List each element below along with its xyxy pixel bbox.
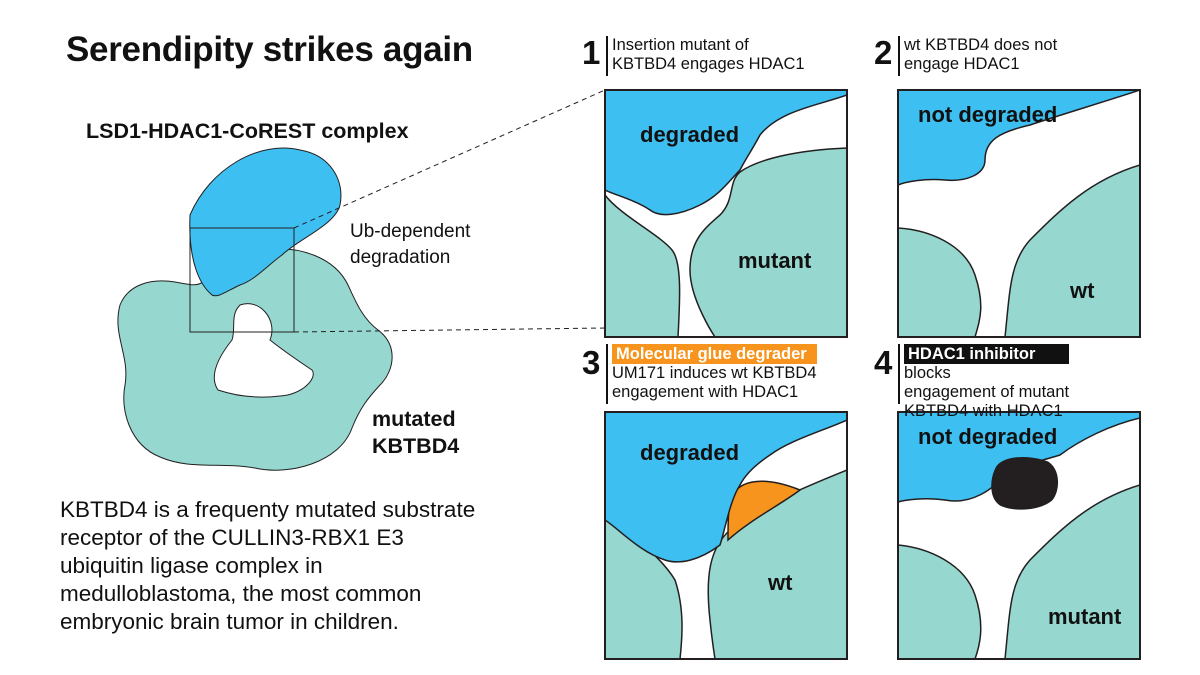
ub-label-line: Ub-dependent xyxy=(350,221,471,242)
panel-4-illustration xyxy=(897,411,1141,660)
panel-frame xyxy=(897,89,1141,338)
body-line: embryonic brain tumor in children. xyxy=(60,609,399,634)
ub-label-line: degradation xyxy=(350,247,451,268)
kbtbd4-region xyxy=(1004,484,1140,659)
kbtbd4-region xyxy=(898,544,982,659)
body-line: ubiquitin ligase complex in xyxy=(60,553,323,578)
mutated-label-line: KBTBD4 xyxy=(372,434,460,458)
kbtbd4-region xyxy=(1004,164,1140,337)
panel-frame xyxy=(604,411,848,660)
panel-frame xyxy=(604,89,848,338)
caption-line: engagement of mutant xyxy=(904,383,1070,401)
caption-line: Insertion mutant of xyxy=(612,36,749,54)
panel-1-illustration xyxy=(604,89,848,338)
caption-line: engage HDAC1 xyxy=(904,55,1020,73)
kbtbd4-region xyxy=(605,193,681,337)
caption-divider xyxy=(898,36,900,76)
page-title: Serendipity strikes again xyxy=(66,30,473,69)
kbtbd4-region xyxy=(898,227,982,337)
panel-caption: wt KBTBD4 does not engage HDAC1 xyxy=(904,36,1057,74)
panel-top-label: degraded xyxy=(640,440,740,465)
inhibitor-tag: HDAC1 inhibitor xyxy=(904,344,1070,364)
panel-bottom-label: wt xyxy=(768,570,793,595)
mutated-label-line: mutated xyxy=(372,407,456,431)
panel-frame xyxy=(897,411,1141,660)
kbtbd4-region xyxy=(689,147,847,337)
glue-tag: Molecular glue degrader xyxy=(612,344,817,364)
kbtbd4-shape xyxy=(117,248,393,471)
panel-top-label: not degraded xyxy=(918,102,1058,127)
panel-top-label: degraded xyxy=(640,122,740,147)
hdac1-region xyxy=(898,90,1140,186)
caption-divider xyxy=(606,344,608,404)
caption-line: UM171 induces wt KBTBD4 xyxy=(612,364,817,382)
panel-caption: Molecular glue degrader UM171 induces wt… xyxy=(612,344,817,402)
panel-top-label: not degraded xyxy=(918,424,1058,449)
caption-divider xyxy=(898,344,900,404)
complex-label: LSD1-HDAC1-CoREST complex xyxy=(86,119,409,143)
body-line: receptor of the CULLIN3-RBX1 E3 xyxy=(60,525,404,550)
body-line: medulloblastoma, the most common xyxy=(60,581,422,606)
caption-line: wt KBTBD4 does not xyxy=(904,36,1058,54)
panel-bottom-label: mutant xyxy=(1048,604,1122,629)
caption-tag-suffix: blocks xyxy=(904,364,951,382)
panel-3-illustration xyxy=(604,411,848,660)
caption-line: KBTBD4 engages HDAC1 xyxy=(612,55,805,73)
glue-region xyxy=(727,480,802,542)
zoom-line-bottom xyxy=(293,327,606,333)
panel-caption: HDAC1 inhibitor blocks engagement of mut… xyxy=(904,344,1070,421)
hdac1-region xyxy=(605,90,847,216)
zoom-box xyxy=(189,227,295,333)
panel-caption: Insertion mutant of KBTBD4 engages HDAC1 xyxy=(612,36,805,74)
panel-number: 2 xyxy=(874,34,893,71)
panel-bottom-label: mutant xyxy=(738,248,812,273)
panel-2-illustration xyxy=(897,89,1141,338)
body-line: KBTBD4 is a frequenty mutated substrate xyxy=(60,497,476,522)
panel-number: 1 xyxy=(582,34,601,71)
caption-divider xyxy=(606,36,608,76)
caption-line: engagement with HDAC1 xyxy=(612,383,799,401)
inhibitor-region xyxy=(991,457,1058,510)
complex-illustration xyxy=(117,89,606,471)
caption-line: KBTBD4 with HDAC1 xyxy=(904,402,1063,420)
panel-number: 4 xyxy=(874,344,893,381)
hdac1-region xyxy=(605,412,847,563)
panel-number: 3 xyxy=(582,344,601,381)
zoom-line-top xyxy=(293,89,606,229)
panel-bottom-label: wt xyxy=(1070,278,1095,303)
hdac1-complex-shape xyxy=(189,147,342,297)
